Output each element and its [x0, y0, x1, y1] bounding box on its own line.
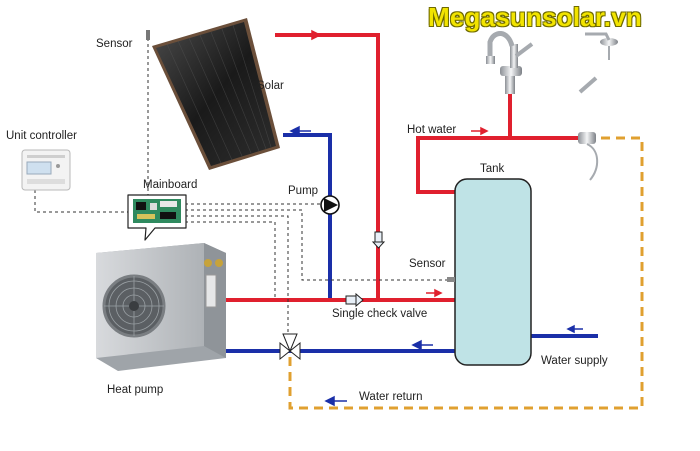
- unit-controller-icon: [21, 149, 71, 191]
- tank-label: Tank: [480, 163, 505, 175]
- pump-label: Pump: [288, 185, 319, 197]
- water-return-pipe: [288, 136, 644, 410]
- shower-icon: [578, 30, 618, 181]
- signal-lines: [34, 38, 448, 340]
- tank-icon: [447, 178, 532, 366]
- faucet-icon: [486, 31, 534, 94]
- brand-watermark: Megasunsolar.vn: [428, 2, 642, 32]
- sensor-top-label: Sensor: [96, 38, 133, 50]
- sensor-probe-icon: [146, 30, 150, 40]
- check-valve-solar-icon: [371, 231, 386, 249]
- solar-hot-pipe: [275, 33, 380, 300]
- unit-controller-label: Unit controller: [6, 130, 77, 142]
- solar-panel-icon: [152, 18, 280, 170]
- water-return-label: Water return: [359, 391, 423, 403]
- three-way-valve-icon: [279, 333, 301, 361]
- mainboard-label: Mainboard: [143, 179, 198, 191]
- single-check-valve-label: Single check valve: [332, 308, 428, 320]
- flow-arrows: [289, 29, 583, 407]
- sensor-tank-label: Sensor: [409, 258, 446, 270]
- hot-water-pipe: [416, 92, 582, 194]
- heat-pump-unit-icon: [96, 243, 226, 371]
- mainboard-icon: [127, 194, 187, 241]
- heat-pump-label: Heat pump: [107, 384, 164, 396]
- water-supply-label: Water supply: [541, 355, 608, 367]
- pump-icon: [320, 195, 340, 215]
- hot-water-label: Hot water: [407, 124, 457, 136]
- solar-cold-pipe: [283, 133, 332, 300]
- single-check-valve-icon: [345, 292, 364, 308]
- solar-label: Solar: [257, 80, 284, 92]
